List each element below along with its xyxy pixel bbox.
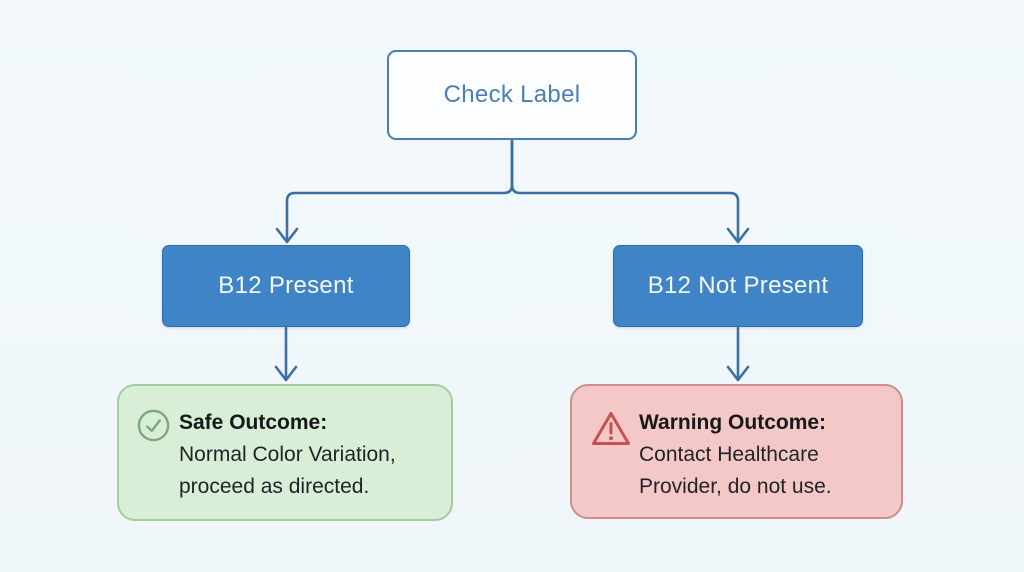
node-b12-present-text: B12 Present bbox=[218, 272, 354, 299]
safe-outcome-card: Safe Outcome: Normal Color Variation, pr… bbox=[117, 384, 453, 521]
warning-outcome-card: Warning Outcome: Contact Healthcare Prov… bbox=[570, 384, 903, 519]
safe-outcome-text: Safe Outcome: Normal Color Variation, pr… bbox=[179, 407, 396, 503]
warning-outcome-text: Warning Outcome: Contact Healthcare Prov… bbox=[639, 407, 832, 503]
branch-line-left bbox=[285, 139, 514, 241]
node-b12-not-present: B12 Not Present bbox=[613, 245, 863, 327]
warning-triangle-icon bbox=[590, 410, 632, 452]
safe-outcome-line-1: Normal Color Variation, bbox=[179, 443, 396, 466]
warning-outcome-line-1: Contact Healthcare bbox=[639, 443, 819, 466]
node-b12-present: B12 Present bbox=[162, 245, 410, 327]
arrowhead-right-branch bbox=[726, 227, 750, 244]
arrowhead-safe bbox=[274, 365, 298, 382]
safe-outcome-line-2: proceed as directed. bbox=[179, 475, 370, 498]
node-check-label: Check Label bbox=[387, 50, 637, 140]
arrowhead-warning bbox=[726, 365, 750, 382]
check-circle-icon bbox=[137, 409, 170, 447]
arrowhead-left-branch bbox=[275, 227, 299, 244]
node-b12-not-present-text: B12 Not Present bbox=[647, 272, 829, 299]
node-check-label-text: Check Label bbox=[443, 81, 581, 108]
warning-outcome-line-2: Provider, do not use. bbox=[639, 475, 832, 498]
safe-outcome-title: Safe Outcome: bbox=[179, 411, 328, 434]
warning-outcome-title: Warning Outcome: bbox=[639, 411, 827, 434]
branch-line-right bbox=[510, 139, 740, 241]
